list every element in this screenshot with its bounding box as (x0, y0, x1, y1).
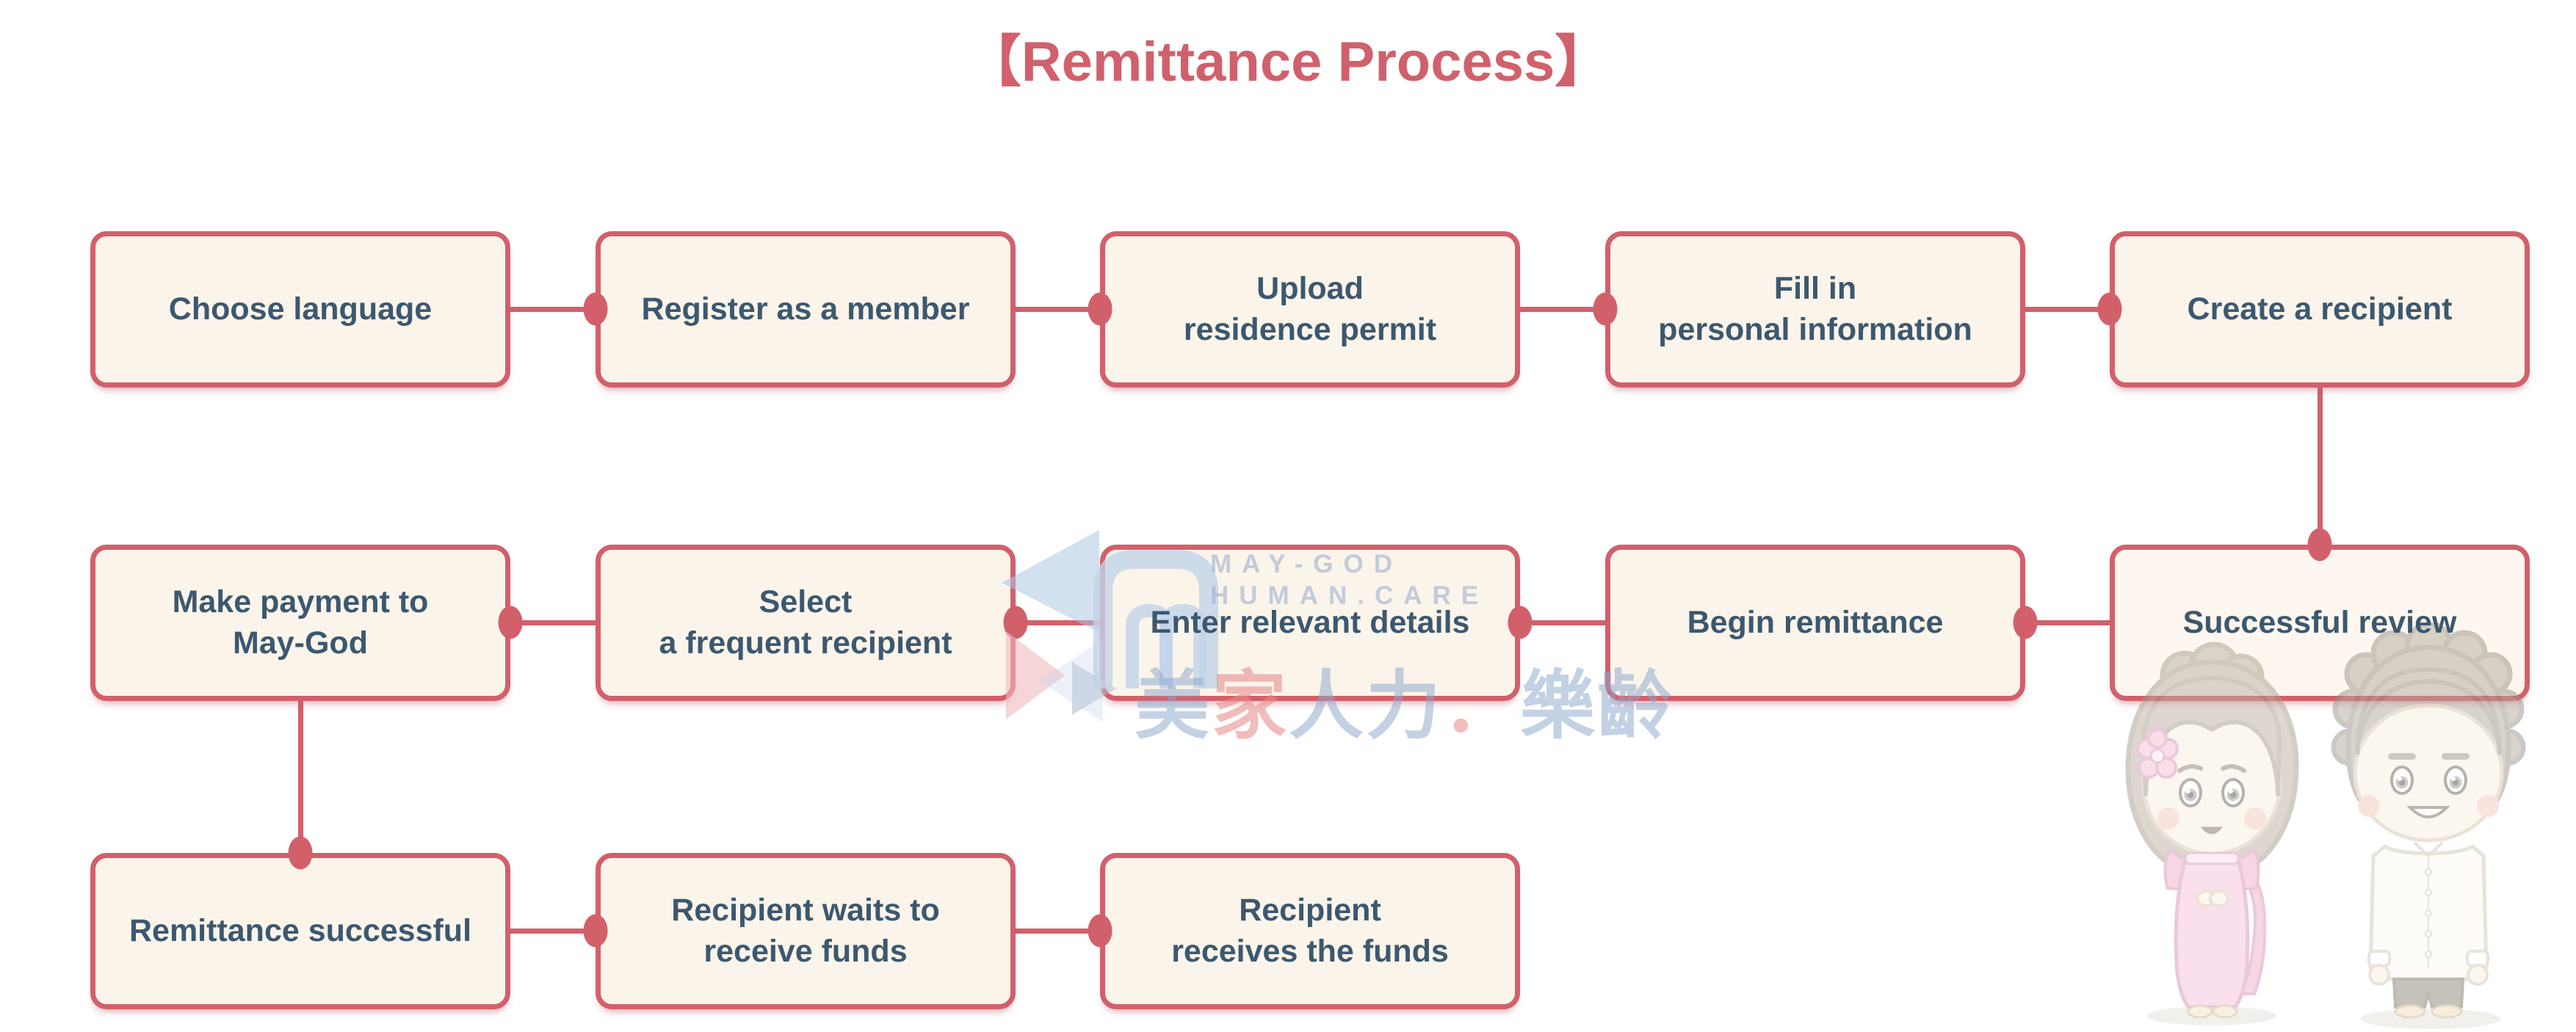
connector-r1-2-3 (1013, 307, 1103, 312)
node-label-line: residence permit (1183, 311, 1437, 347)
node-label-line: Create a recipient (2187, 291, 2453, 327)
node-label-line: Enter relevant details (1150, 604, 1470, 640)
flow-node-recipient-receives: Recipient receives the funds (1100, 853, 1520, 1009)
elderly-man-icon (2331, 621, 2526, 1029)
node-label-line: Make payment to (172, 584, 429, 619)
flow-node-make-payment: Make payment to May-God (90, 545, 510, 701)
flow-node-enter-details: Enter relevant details (1100, 545, 1520, 701)
node-label-line: Successful review (2182, 604, 2457, 640)
elderly-woman-icon (2125, 642, 2299, 1025)
connector-dot (2307, 528, 2332, 562)
node-label-line: Choose language (168, 291, 433, 327)
node-label-line: receive funds (703, 933, 908, 969)
connector-dot (498, 606, 523, 639)
hair-flower-icon (2136, 728, 2179, 779)
flow-node-select-recipient: Select a frequent recipient (596, 545, 1016, 701)
connector-dot (1003, 606, 1028, 639)
connector-dot (2013, 606, 2038, 639)
flow-node-remittance-successful: Remittance successful (90, 853, 510, 1009)
page-title: 【Remittance Process】 (965, 31, 1611, 93)
node-label-line: Recipient waits to (671, 892, 940, 928)
connector-dot (1593, 292, 1618, 326)
connector-r1-1-2 (510, 307, 598, 312)
node-label-line: Fill in (1773, 270, 1857, 306)
flow-node-upload-permit: Upload residence permit (1100, 231, 1520, 388)
flow-node-recipient-waits: Recipient waits to receive funds (596, 853, 1016, 1009)
connector-r3-2-3 (1013, 929, 1103, 934)
flow-node-fill-personal-info: Fill in personal information (1605, 231, 2025, 388)
connector-dot (583, 292, 608, 326)
connector-dot (1508, 606, 1533, 639)
flow-node-begin-remittance: Begin remittance (1605, 545, 2025, 701)
connector-r2-begin-enter (1519, 620, 1608, 625)
flow-node-register-member: Register as a member (596, 231, 1016, 388)
connector-r1-4-5 (2023, 307, 2113, 312)
node-label-line: receives the funds (1171, 933, 1449, 969)
node-label-line: a frequent recipient (659, 625, 952, 661)
connector-dot (288, 836, 313, 870)
connector-dot (583, 914, 608, 948)
node-label-line: Upload (1256, 270, 1364, 306)
connector-payment-to-successful (298, 701, 303, 855)
elderly-man-illustration (2320, 621, 2537, 1031)
flow-node-choose-language: Choose language (90, 231, 510, 388)
node-label-line: Register as a member (641, 291, 970, 327)
connector-dot (1088, 292, 1112, 326)
connector-create-to-review (2318, 388, 2323, 546)
connector-r2-review-begin (2023, 620, 2113, 625)
node-label-line: Recipient (1239, 892, 1381, 928)
node-label-line: Begin remittance (1687, 604, 1944, 640)
connector-dot (1088, 914, 1112, 948)
elderly-woman-illustration (2115, 640, 2309, 1029)
connector-r2-select-payment (510, 620, 598, 625)
node-label-line: Remittance successful (129, 912, 472, 948)
node-label-line: May-God (233, 625, 368, 661)
connector-r3-1-2 (510, 929, 598, 934)
node-label-line: Select (759, 584, 853, 619)
node-label-line: personal information (1658, 311, 1972, 347)
connector-r1-3-4 (1519, 307, 1608, 312)
connector-dot (2097, 292, 2122, 326)
flow-node-create-recipient: Create a recipient (2110, 231, 2530, 388)
